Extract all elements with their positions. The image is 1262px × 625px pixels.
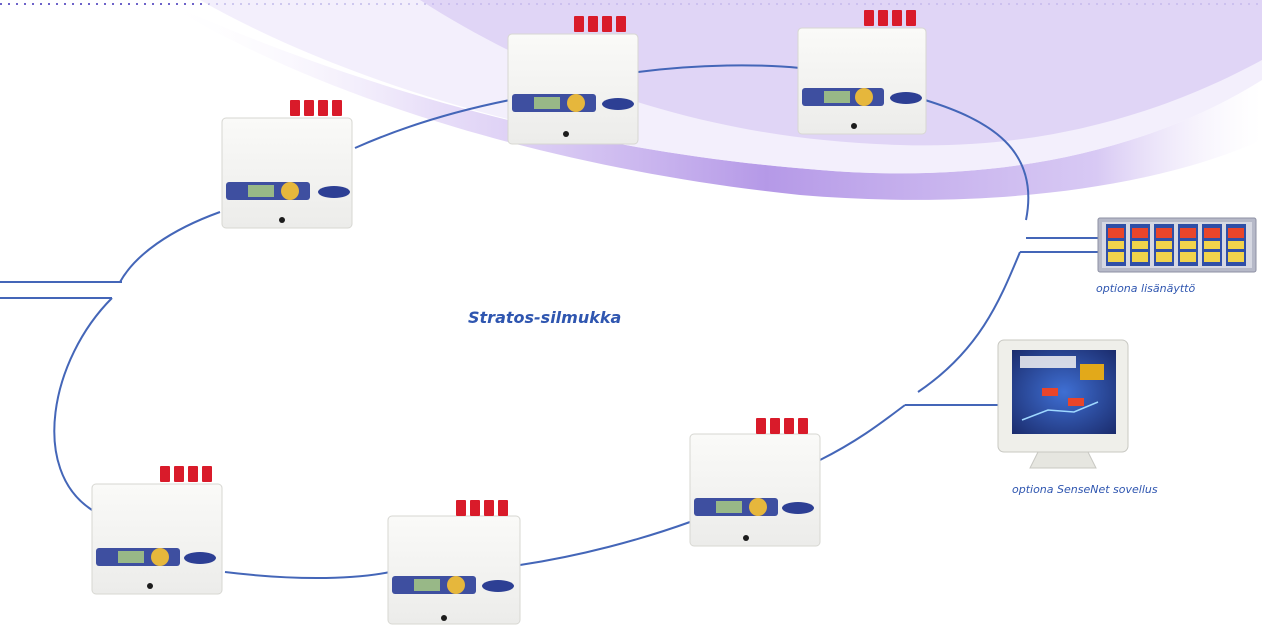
loop-segment-3-4: [637, 64, 801, 73]
loop-segment-2-3: [354, 99, 511, 149]
detector-4: [689, 418, 821, 547]
alarm-lights-2: [574, 16, 626, 32]
alarm-lights-4: [756, 418, 808, 434]
detector-5: [91, 466, 223, 595]
loop-wiring: [0, 64, 1098, 579]
alarm-lights-6: [456, 500, 508, 516]
loop-segment-left-5: [53, 297, 113, 511]
optional-software-label: optiona SenseNet sovellus: [1012, 483, 1158, 496]
loop-segment-2-left: [119, 211, 221, 283]
loop-segment-6-7: [519, 521, 691, 566]
alarm-lights-3: [864, 10, 916, 26]
display-modules: [1106, 224, 1246, 266]
alarm-lights-1: [290, 100, 342, 116]
alarm-lights-5: [160, 466, 212, 482]
detector-1: [221, 100, 353, 229]
detector-6: [387, 500, 521, 625]
display-panel: [1097, 217, 1257, 273]
loop-segment-display-down: [917, 251, 1021, 393]
crt-monitor-icon: [997, 339, 1129, 469]
detector-2: [507, 16, 639, 145]
detector-3: [797, 10, 927, 135]
optional-display-label: optiona lisänäyttö: [1096, 282, 1196, 295]
detectors: [91, 10, 927, 625]
loop-label: Stratos-silmukka: [468, 308, 622, 327]
loop-segment-5-6: [224, 571, 391, 579]
loop-segment-4-display: [924, 99, 1030, 221]
loop-segment-7-monitor: [819, 404, 906, 461]
